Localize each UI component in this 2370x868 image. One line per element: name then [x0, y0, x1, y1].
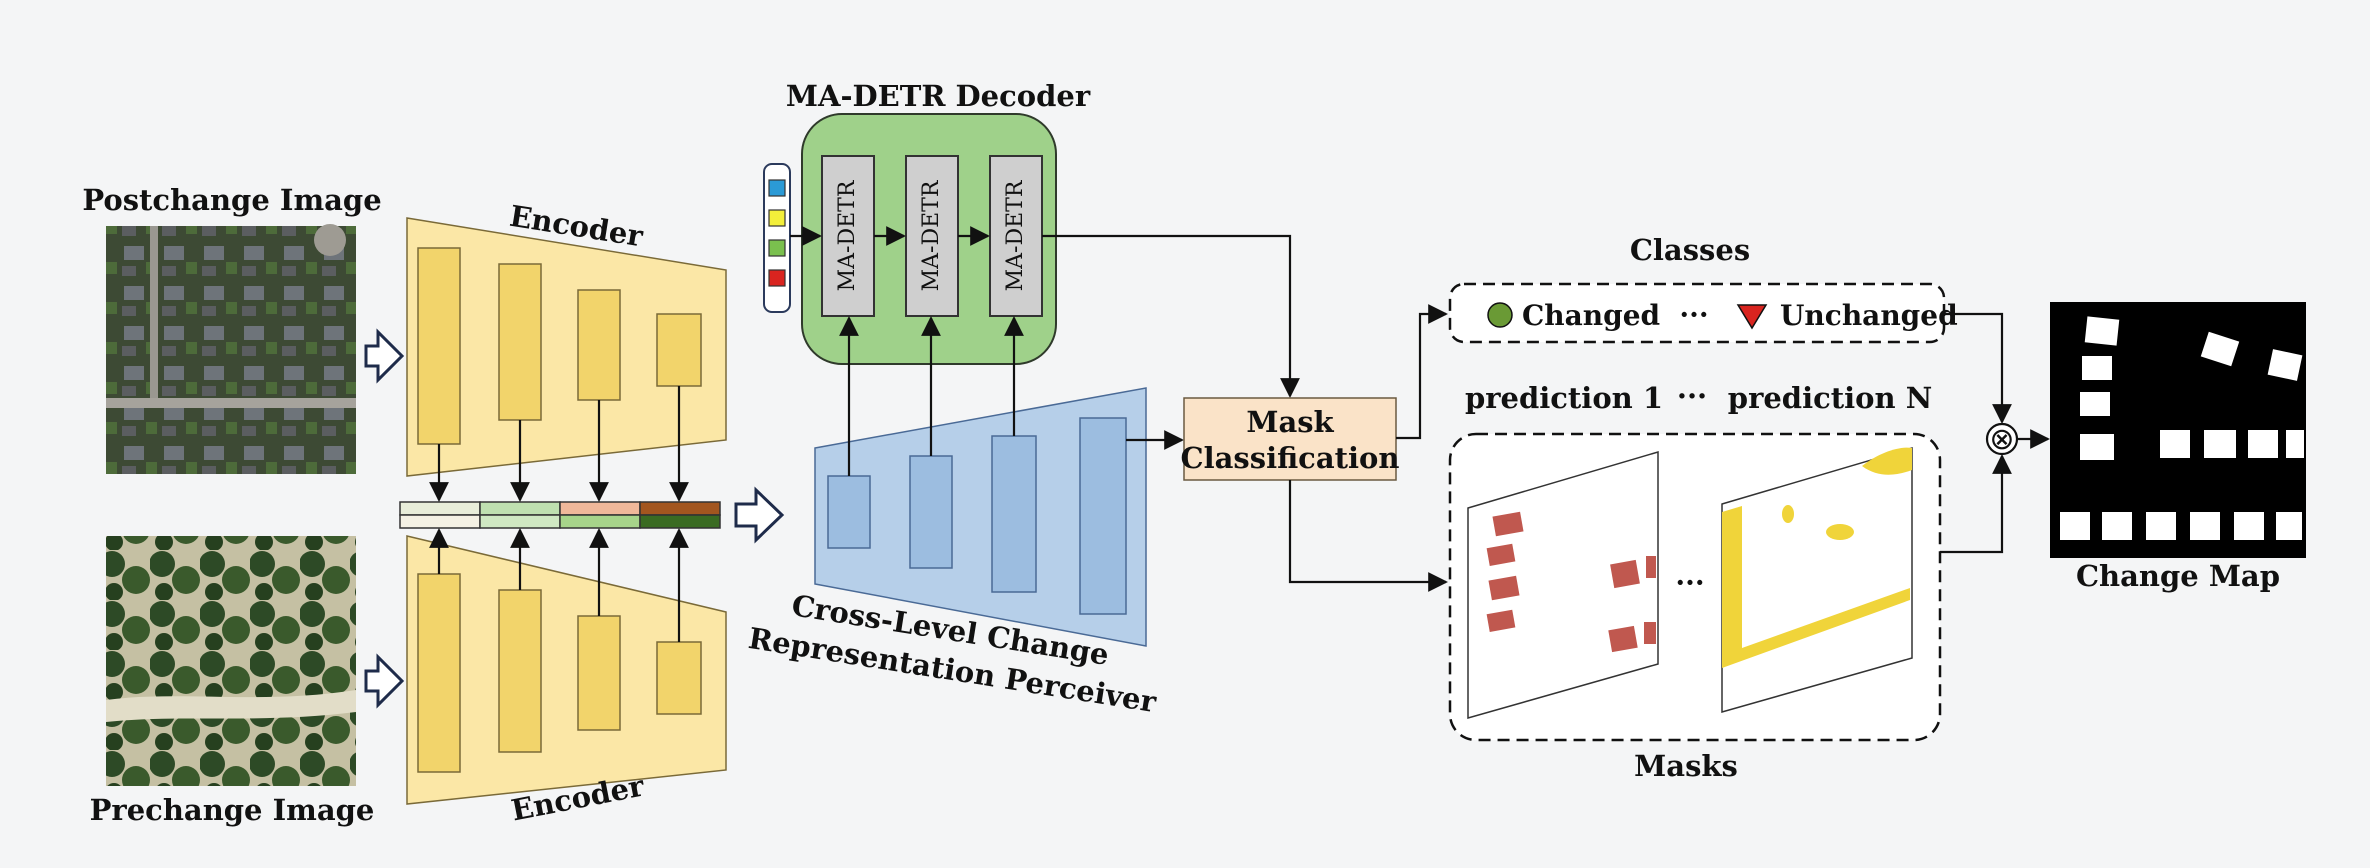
- changed-circle-icon: [1487, 302, 1513, 328]
- query-embedding-1: [768, 179, 786, 197]
- query-embedding-2: [768, 209, 786, 227]
- multiply-operator-icon: [1985, 422, 2019, 456]
- mask-classification-line2: Classification: [1181, 441, 1400, 475]
- encoder-fusion-arrows: [429, 386, 689, 642]
- ma-detr-block-1-label: MA-DETR: [835, 179, 860, 291]
- prediction-last-label: prediction N: [1728, 381, 1932, 415]
- query-embeddings: [763, 163, 791, 313]
- classes-title: Classes: [1630, 233, 1750, 267]
- prediction-first-label: prediction 1: [1465, 381, 1663, 415]
- masks-ellipsis: ···: [1675, 566, 1704, 599]
- class-unchanged-label: Unchanged: [1780, 299, 1958, 332]
- combine-arrows: [1940, 312, 2050, 554]
- input-arrow-top: [364, 328, 405, 384]
- classification-output-arrows: [1288, 304, 1448, 592]
- mask-prediction-1: [1467, 450, 1659, 719]
- fused-feature-cell-2: [479, 501, 561, 516]
- ma-detr-block-1: MA-DETR: [821, 155, 875, 317]
- query-embedding-3: [768, 239, 786, 257]
- unchanged-triangle-icon: [1736, 304, 1768, 330]
- ma-detr-block-3-label: MA-DETR: [1003, 179, 1028, 291]
- fused-feature-cell-8: [639, 514, 721, 529]
- fused-feature-cell-7: [559, 514, 641, 529]
- decoder-arrows: [790, 226, 1300, 476]
- mask-classification-box: Mask Classification: [1181, 397, 1400, 481]
- classes-ellipsis: ···: [1679, 298, 1708, 331]
- prechange-image: [106, 536, 356, 786]
- fused-feature-cell-1: [399, 501, 481, 516]
- encoder-bottom: [406, 535, 727, 805]
- ma-detr-block-2: MA-DETR: [905, 155, 959, 317]
- ma-detr-block-2-label: MA-DETR: [919, 179, 944, 291]
- perceiver-input-arrow: [734, 486, 785, 544]
- input-arrow-bottom: [364, 653, 405, 709]
- prechange-image-label: Prechange Image: [90, 793, 375, 827]
- class-changed-label: Changed: [1522, 299, 1660, 332]
- fused-feature-cell-6: [479, 514, 561, 529]
- masks-title: Masks: [1634, 749, 1738, 783]
- fused-feature-cell-4: [639, 501, 721, 516]
- query-embedding-4: [768, 269, 786, 287]
- prediction-ellipsis: ···: [1677, 379, 1707, 413]
- change-map-image: [2050, 302, 2306, 558]
- postchange-image-label: Postchange Image: [82, 183, 381, 217]
- mask-classification-line1: Mask: [1246, 405, 1334, 439]
- change-map-label: Change Map: [2076, 559, 2280, 593]
- postchange-image: [106, 224, 356, 474]
- cross-level-perceiver: [814, 387, 1147, 647]
- encoder-top: [406, 217, 727, 477]
- mask-prediction-n: [1721, 446, 1913, 713]
- fused-feature-bar: [399, 501, 721, 529]
- fused-feature-cell-5: [399, 514, 481, 529]
- decoder-title: MA-DETR Decoder: [786, 79, 1091, 113]
- multiply-symbol: ⊗: [1989, 422, 2014, 457]
- fused-feature-cell-3: [559, 501, 641, 516]
- ma-detr-block-3: MA-DETR: [989, 155, 1043, 317]
